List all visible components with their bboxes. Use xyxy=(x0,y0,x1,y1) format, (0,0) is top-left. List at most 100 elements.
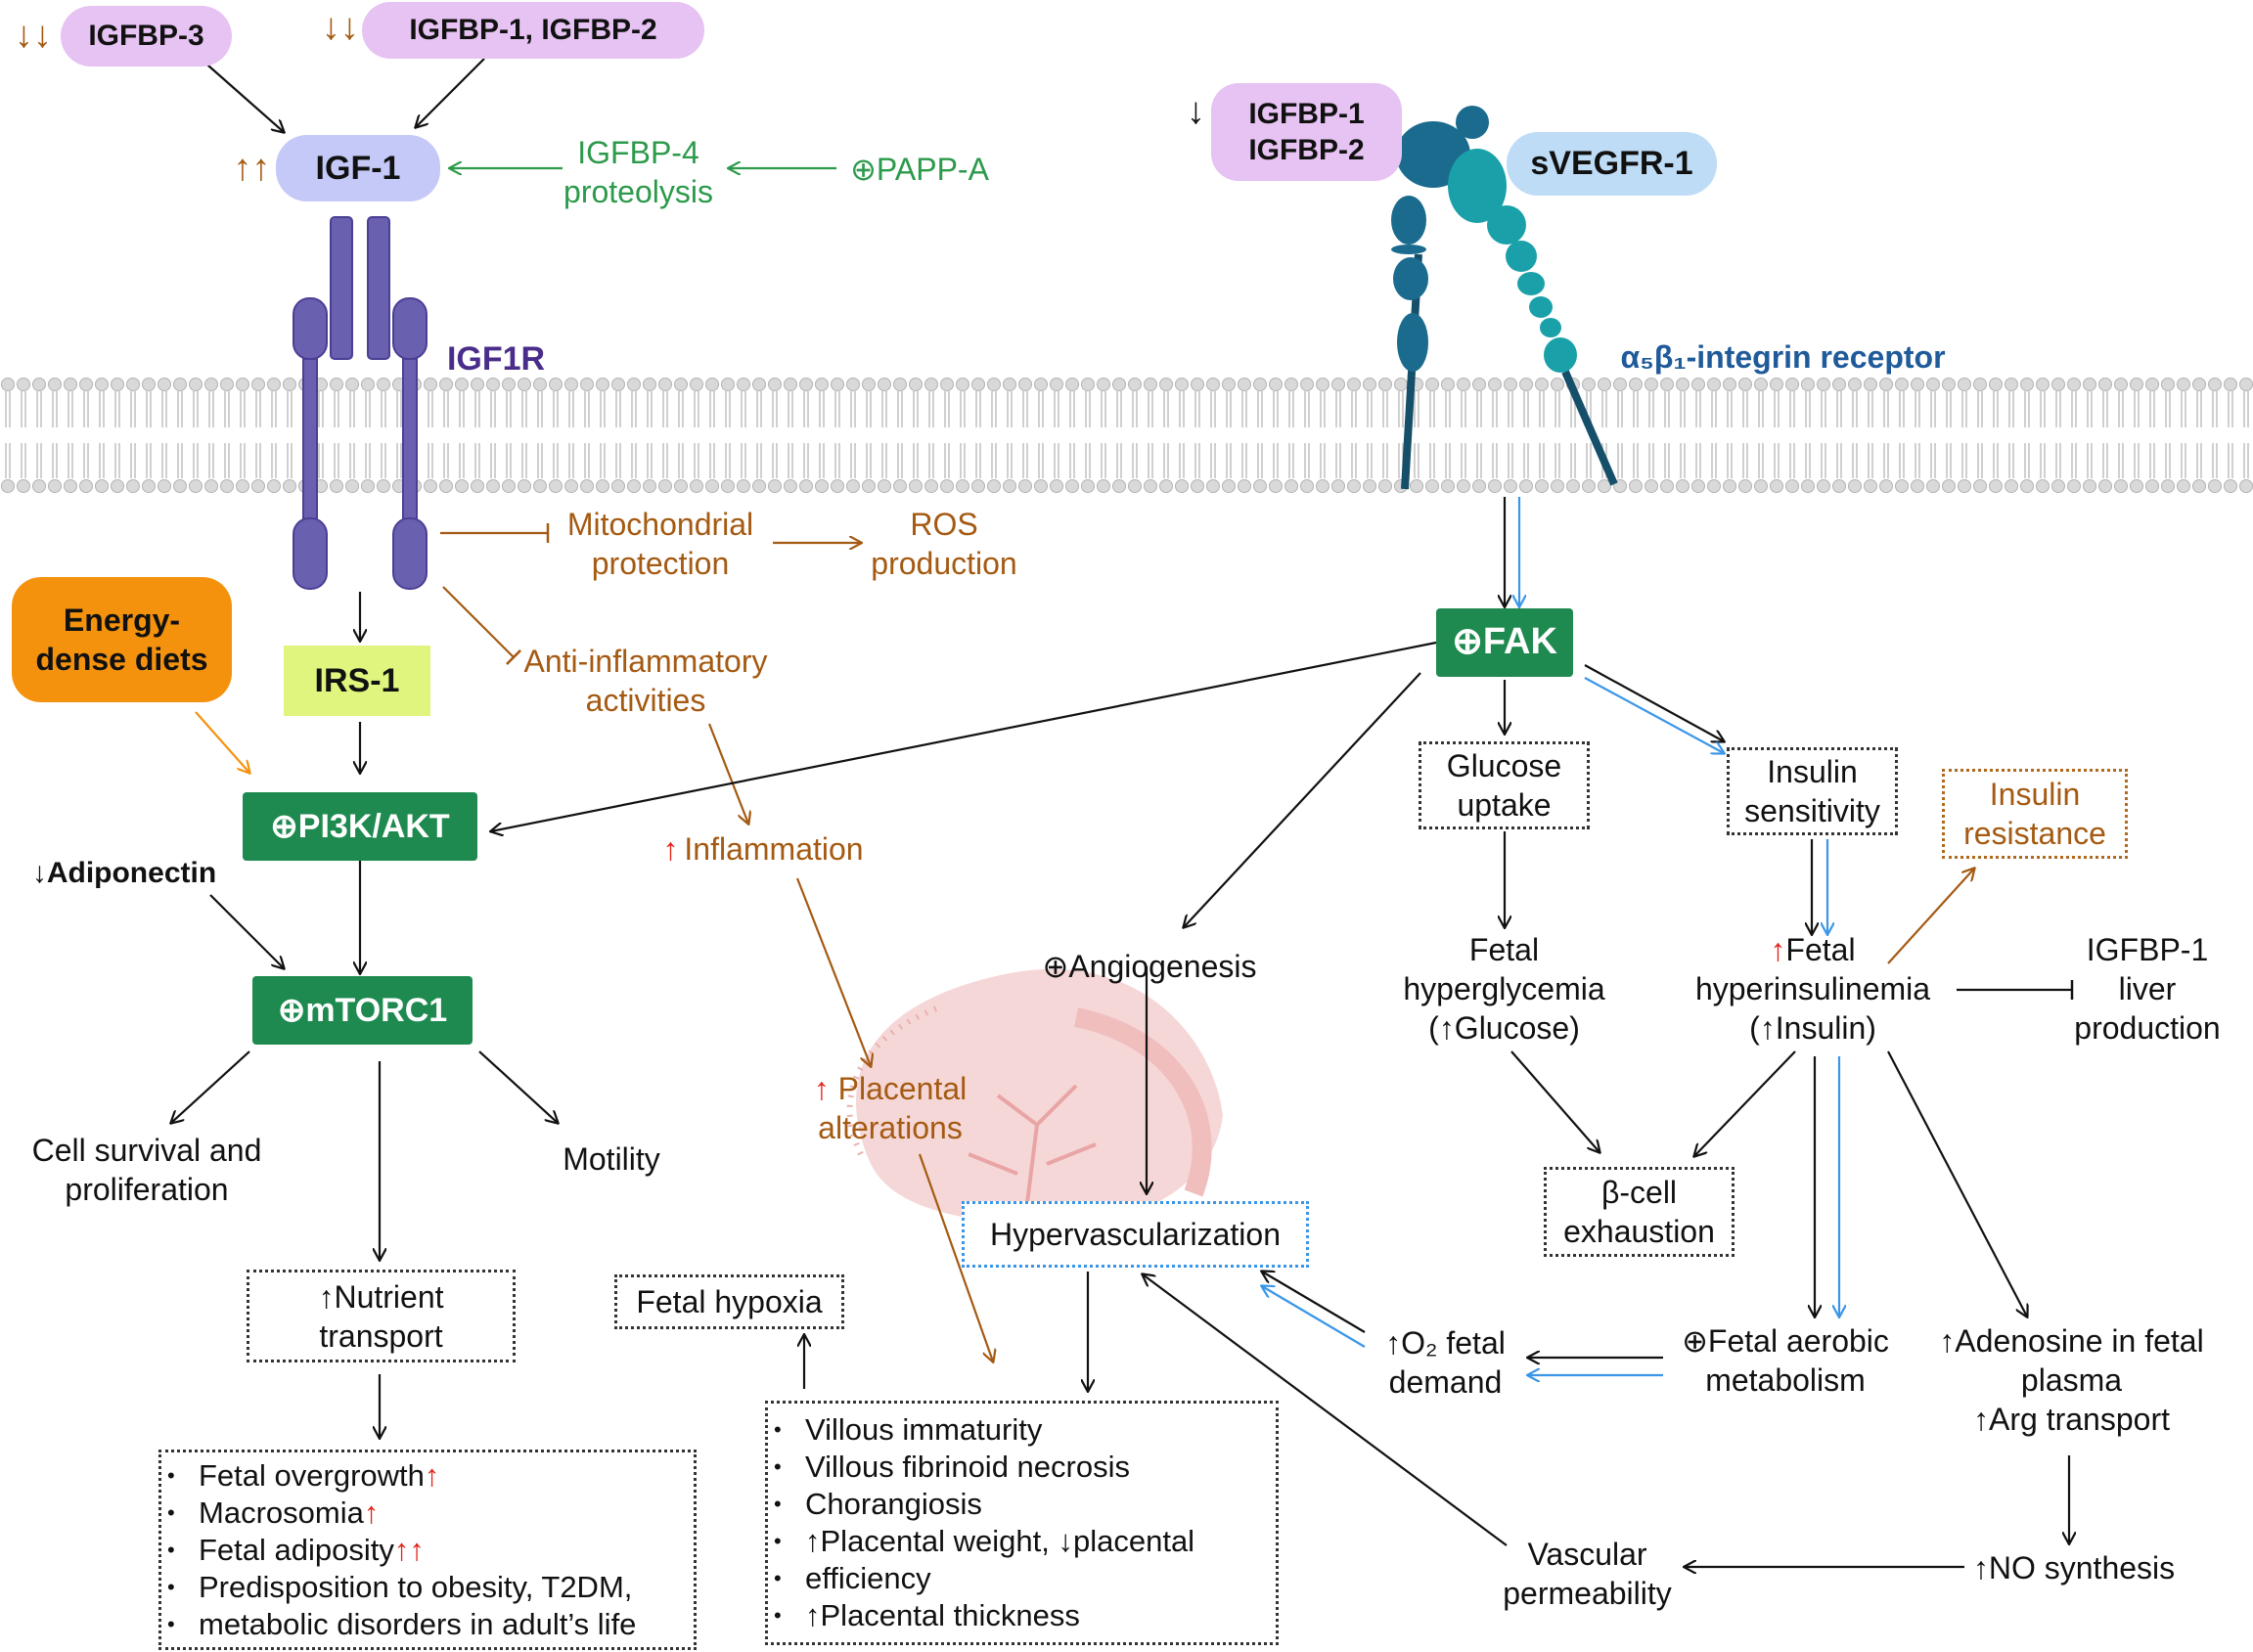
insulin-resistance-box: Insulin resistance xyxy=(1942,769,2128,859)
angiogenesis-label: ⊕Angiogenesis xyxy=(1022,944,1277,988)
igfbp1-liver-line2: liver xyxy=(2118,971,2177,1006)
fetal-hyperglycemia: Fetal hyperglycemia (↑Glucose) xyxy=(1384,929,1624,1049)
igfbp4-line2: proteolysis xyxy=(563,174,713,209)
nutrient-line1: ↑Nutrient xyxy=(318,1278,444,1315)
cell-membrane xyxy=(0,377,2253,494)
hyperinsulinemia-line2: hyperinsulinemia xyxy=(1694,971,1931,1006)
fetal-hypoxia-box: Fetal hypoxia xyxy=(614,1274,844,1329)
glucose-line1: Glucose xyxy=(1446,748,1562,783)
fetal-hyperinsulinemia: ↑Fetal hyperinsulinemia (↑Insulin) xyxy=(1681,929,1945,1049)
igfbp1-liver-line3: production xyxy=(2074,1010,2221,1046)
vascular-permeability-label: Vascular permeability xyxy=(1492,1534,1683,1614)
integrin-text: α₅β₁-integrin receptor xyxy=(1620,338,1946,375)
hyperglycemia-line1: Fetal xyxy=(1468,932,1540,967)
antiinfl-line1: Anti-inflammatory xyxy=(523,644,768,679)
inflammation-mark: ↑ xyxy=(662,830,679,867)
placenta-findings-list: Villous immaturity Villous fibrinoid nec… xyxy=(768,1411,1194,1634)
anti-inflammatory: Anti-inflammatory activities xyxy=(514,641,778,721)
nutrient-transport-box: ↑Nutrient transport xyxy=(247,1270,516,1362)
right-igfbp12-box: IGFBP-1 IGFBP-2 xyxy=(1211,83,1402,181)
igfbp12-arrows: ↓↓ xyxy=(315,4,366,53)
insulin-sens-line1: Insulin xyxy=(1767,754,1858,789)
mito-line2: protection xyxy=(591,546,730,581)
placenta-illustration xyxy=(846,968,1223,1228)
adenosine-line3: ↑Arg transport xyxy=(1973,1402,2170,1437)
outcome-item: Fetal adiposity↑↑ xyxy=(167,1532,636,1569)
igfbp12-arrows-text: ↓↓ xyxy=(322,7,359,49)
placental-alterations: ↑ Placental alterations xyxy=(773,1068,1008,1148)
insulin-sensitivity-box: Insulin sensitivity xyxy=(1727,747,1898,835)
right-igfbp-arrow: ↓ xyxy=(1179,88,1213,137)
hyperglycemia-line2: hyperglycemia xyxy=(1403,971,1605,1006)
glucose-uptake-box: Glucose uptake xyxy=(1419,741,1590,829)
inflammation-label: ↑ Inflammation xyxy=(646,826,880,871)
nutrient-line2: transport xyxy=(319,1317,443,1354)
placenta-findings-box: Villous immaturity Villous fibrinoid nec… xyxy=(765,1401,1279,1645)
irs1-box: IRS-1 xyxy=(284,646,430,716)
igfbp12-label: IGFBP-1, IGFBP-2 xyxy=(409,14,657,47)
pi3k-label: ⊕PI3K/AKT xyxy=(270,807,450,845)
igf1r-label: IGF1R xyxy=(432,337,560,381)
insulin-sens-line2: sensitivity xyxy=(1744,793,1880,828)
glucose-line2: uptake xyxy=(1457,787,1552,823)
fetal-outcomes-box: Fetal overgrowth↑ Macrosomia↑ Fetal adip… xyxy=(158,1450,697,1650)
hyperinsulinemia-line3: (↑Insulin) xyxy=(1749,1010,1876,1046)
pi3k-akt-box: ⊕PI3K/AKT xyxy=(243,792,477,861)
placental-mark: ↑ xyxy=(813,1071,830,1106)
arrows xyxy=(171,58,2072,1567)
cell-survival-line1: Cell survival and xyxy=(31,1133,262,1168)
no-synthesis-text: ↑NO synthesis xyxy=(1972,1549,2176,1585)
energy-dense-diets-box: Energy- dense diets xyxy=(12,577,232,702)
mtorc1-label: ⊕mTORC1 xyxy=(277,991,448,1029)
finding-item: ↑Placental weight, ↓placental xyxy=(774,1523,1194,1560)
svegfr1-label: sVEGFR-1 xyxy=(1530,145,1693,183)
fak-label: ⊕FAK xyxy=(1452,621,1557,663)
hyperinsulinemia-mark: ↑ xyxy=(1770,932,1786,967)
mito-line1: Mitochondrial xyxy=(566,507,754,542)
adenosine-label: ↑Adenosine in fetal plasma ↑Arg transpor… xyxy=(1917,1320,2226,1440)
igfbp3-box: IGFBP-3 xyxy=(61,6,232,67)
finding-item: ↑Placental thickness xyxy=(774,1597,1194,1634)
finding-item: Chorangiosis xyxy=(774,1486,1194,1523)
mtorc1-box: ⊕mTORC1 xyxy=(252,976,473,1045)
placental-line1: Placental xyxy=(837,1071,968,1106)
adenosine-line2: plasma xyxy=(2020,1362,2123,1398)
igfbp12-box: IGFBP-1, IGFBP-2 xyxy=(362,2,704,59)
ros-line2: production xyxy=(871,546,1017,581)
insulin-res-line1: Insulin xyxy=(1989,777,2081,812)
igf1-arrows: ↑↑ xyxy=(225,145,279,194)
o2-line1: ↑O₂ fetal xyxy=(1385,1325,1506,1361)
igfbp3-arrows-text: ↓↓ xyxy=(15,15,52,57)
finding-item: Villous immaturity xyxy=(774,1411,1194,1449)
bcell-line1: β-cell xyxy=(1600,1175,1678,1210)
vascular-line1: Vascular xyxy=(1527,1537,1647,1572)
inflammation-text: Inflammation xyxy=(684,830,864,867)
fak-box: ⊕FAK xyxy=(1436,608,1573,677)
igfbp4-line1: IGFBP-4 xyxy=(577,135,699,170)
energy-line2: dense diets xyxy=(35,642,208,677)
hyperinsulinemia-line1: Fetal xyxy=(1785,932,1856,967)
o2-line2: demand xyxy=(1388,1364,1503,1400)
fetal-aerobic-metabolism: ⊕Fetal aerobic metabolism xyxy=(1668,1320,1903,1401)
igfbp3-arrows: ↓↓ xyxy=(8,12,59,61)
bcell-line2: exhaustion xyxy=(1563,1214,1715,1249)
igfbp3-label: IGFBP-3 xyxy=(88,20,204,53)
mito-protection: Mitochondrial protection xyxy=(553,504,768,584)
igf1r-text: IGF1R xyxy=(446,340,546,379)
svegfr1-box: sVEGFR-1 xyxy=(1507,132,1717,196)
right-igfbp-arrow-text: ↓ xyxy=(1187,91,1205,133)
outcome-item-cont: metabolic disorders in adult’s life xyxy=(167,1606,636,1643)
finding-item-cont: efficiency xyxy=(774,1560,1194,1597)
hypervascularization-box: Hypervascularization xyxy=(962,1201,1309,1268)
pappa-label: ⊕PAPP-A xyxy=(841,147,998,191)
ros-line1: ROS xyxy=(910,507,978,542)
cell-survival-line2: proliferation xyxy=(65,1172,229,1207)
igf1-box: IGF-1 xyxy=(276,135,440,201)
integrin-label: α₅β₁-integrin receptor xyxy=(1580,335,1986,379)
adiponectin-text: ↓Adiponectin xyxy=(31,856,217,889)
fetal-hypoxia-text: Fetal hypoxia xyxy=(636,1284,823,1319)
igfbp4-proteolysis: IGFBP-4 proteolysis xyxy=(548,132,729,212)
pappa-text: ⊕PAPP-A xyxy=(850,151,989,187)
